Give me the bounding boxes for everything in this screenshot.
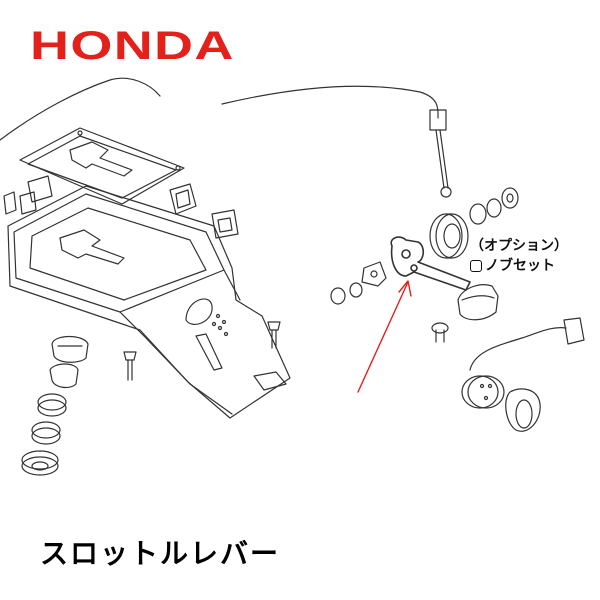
cable-nut	[440, 186, 452, 198]
throttle-cable	[221, 85, 439, 119]
knob-marker-icon	[470, 260, 482, 272]
option-callout: （オプション） ノブセット	[470, 236, 568, 276]
option-line-1: （オプション）	[470, 238, 568, 254]
switch-wire	[469, 327, 567, 371]
ignition-knob	[49, 335, 89, 389]
cable-end-fitting	[429, 109, 447, 131]
clip-right-1	[169, 183, 197, 215]
grommet-stack	[21, 393, 67, 476]
callout-arrow	[357, 280, 412, 393]
option-line-2: ノブセット	[485, 258, 555, 274]
option-line-2-row: ノブセット	[470, 256, 568, 276]
screw-2	[267, 321, 281, 349]
lever-washer-1	[330, 287, 346, 305]
cable-rod	[435, 129, 449, 189]
switch-body	[461, 375, 505, 409]
screw-1	[123, 351, 137, 381]
washer-2	[486, 198, 502, 218]
lever-bracket	[361, 261, 387, 287]
clip-right-2	[211, 209, 239, 239]
throttle-lever-icon	[390, 236, 471, 291]
lever-washer-2	[349, 282, 363, 298]
left-cable	[0, 77, 161, 141]
grommet-left-2	[3, 191, 17, 215]
washer-1	[469, 203, 487, 225]
pulley-icon	[429, 213, 469, 259]
knob-screw	[431, 322, 449, 343]
lock-nut	[505, 388, 541, 432]
washer-3	[501, 187, 519, 209]
connector	[563, 317, 585, 345]
part-caption: スロットルレバー	[40, 537, 281, 570]
grommet-left-1	[19, 175, 53, 215]
honda-logo: HONDA	[30, 24, 235, 68]
main-housing	[7, 185, 291, 419]
cover-plate-upper	[19, 127, 185, 205]
knob-icon	[457, 284, 499, 321]
